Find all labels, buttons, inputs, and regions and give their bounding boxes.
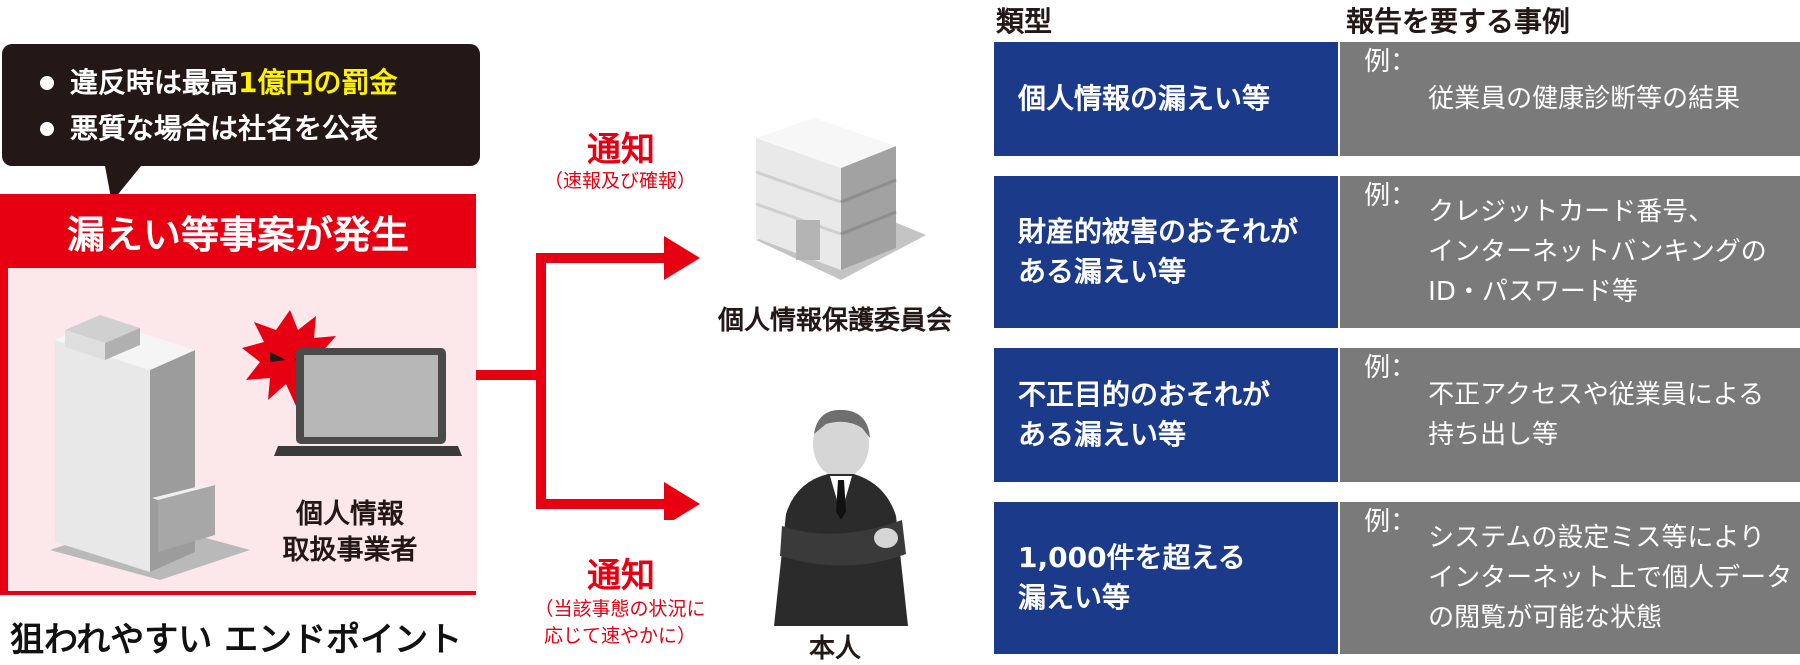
table-row: 不正目的のおそれが ある漏えい等 例：不正アクセスや従業員による 持ち出し等 [994, 348, 1800, 482]
laptop-icon [274, 348, 462, 456]
penalty-bubble: 違反時は最高1億円の罰金 悪質な場合は社名を公表 [2, 44, 480, 166]
penalty-bullet-publish: 悪質な場合は社名を公表 [36, 106, 480, 152]
notify-person-sub: （当該事態の状況に 応じて速やかに） [534, 598, 706, 647]
table-row: 1,000件を超える 漏えい等 例：システムの設定ミス等により インターネット上… [994, 502, 1800, 654]
row-category: 不正目的のおそれが ある漏えい等 [994, 348, 1339, 482]
notify-person-label: 通知 [587, 556, 655, 596]
office-building-icon [755, 118, 926, 280]
incident-title: 漏えい等事案が発生 [66, 213, 409, 257]
row-category: 個人情報の漏えい等 [994, 42, 1339, 156]
notify-ppc-label: 通知 [587, 130, 655, 170]
table-row: 財産的被害のおそれが ある漏えい等 例：クレジットカード番号、 インターネットバ… [994, 176, 1800, 328]
row-example: 例：従業員の健康診断等の結果 [1340, 42, 1800, 156]
table-header-examples: 報告を要する事例 [1346, 5, 1571, 38]
fine-highlight: 1億円の罰金 [238, 66, 398, 99]
tall-building-icon [50, 315, 250, 580]
row-example: 例：不正アクセスや従業員による 持ち出し等 [1340, 348, 1800, 482]
person-label: 本人 [808, 634, 861, 664]
operator-label: 個人情報 取扱事業者 [282, 499, 418, 566]
row-category: 財産的被害のおそれが ある漏えい等 [994, 176, 1339, 328]
ppc-label: 個人情報保護委員会 [717, 306, 952, 336]
businessman-icon [774, 409, 908, 626]
penalty-bullet-fine: 違反時は最高1億円の罰金 [36, 60, 480, 106]
row-example: 例：システムの設定ミス等により インターネット上で個人データ の閲覧が可能な状態 [1340, 502, 1800, 654]
table-row: 個人情報の漏えい等 例：従業員の健康診断等の結果 [994, 42, 1800, 156]
table-header-type: 類型 [996, 5, 1053, 38]
notification-arrows [476, 236, 700, 520]
row-example: 例：クレジットカード番号、 インターネットバンキングの ID・パスワード等 [1340, 176, 1800, 328]
endpoint-label: 狙われやすい エンドポイント [10, 620, 463, 660]
notify-ppc-sub: （速報及び確報） [543, 170, 696, 192]
row-category: 1,000件を超える 漏えい等 [994, 502, 1339, 654]
